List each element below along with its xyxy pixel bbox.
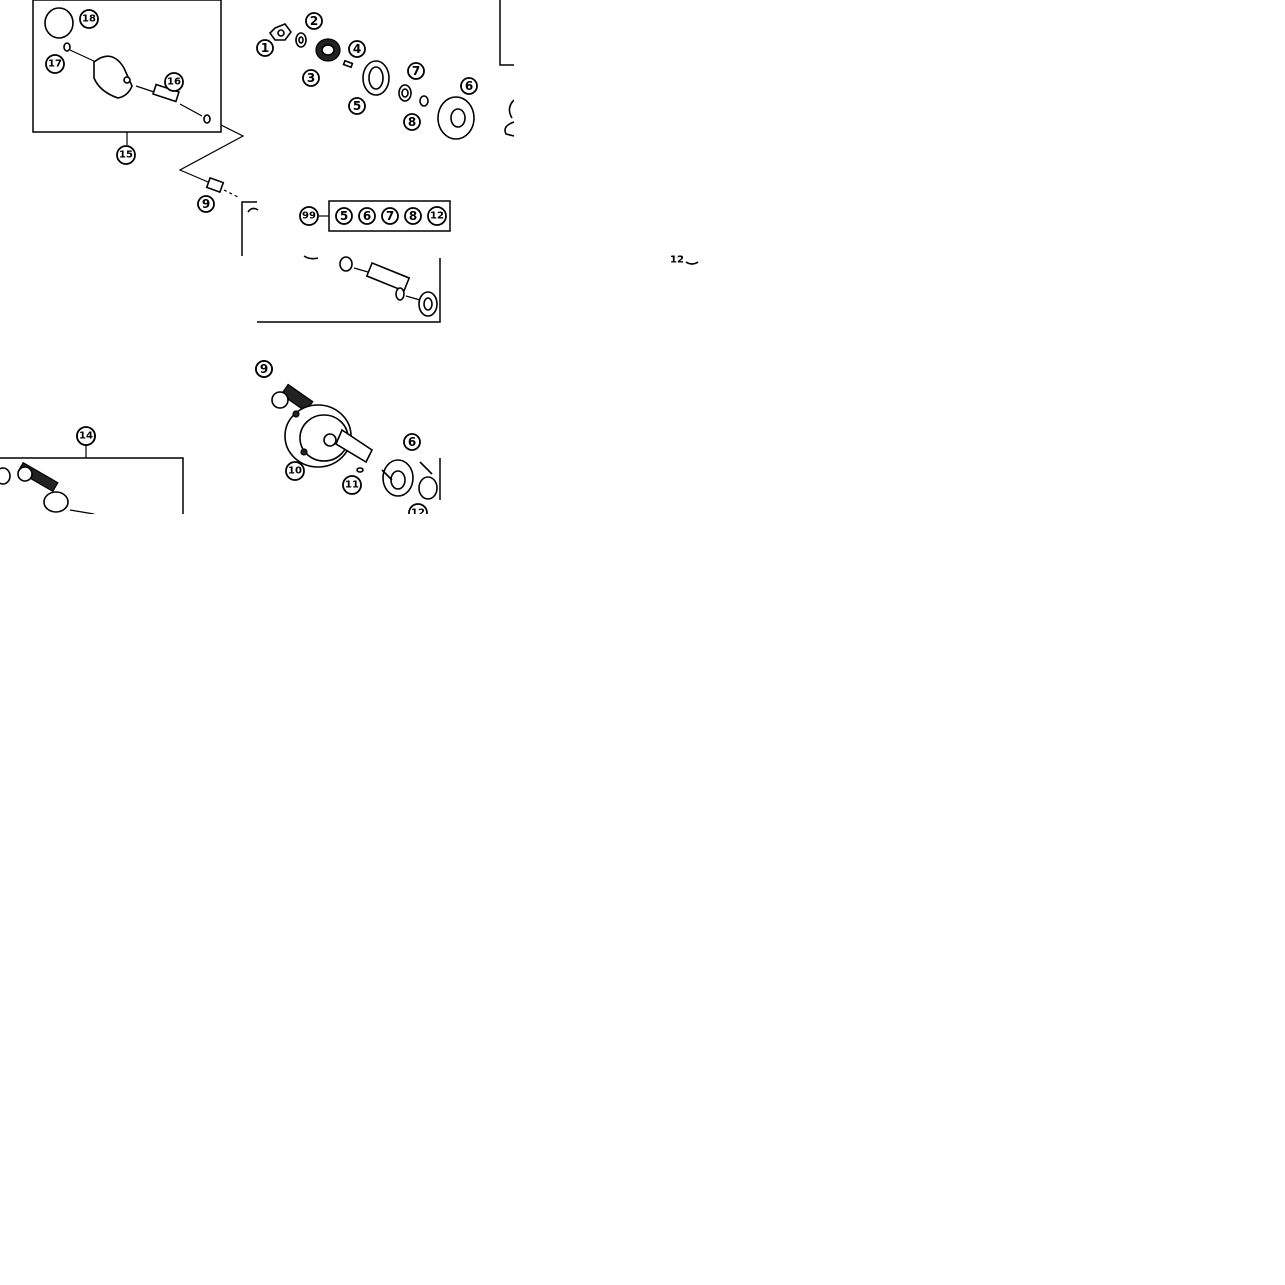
piston-clip-part xyxy=(63,42,71,52)
svg-text:1: 1 xyxy=(261,41,269,55)
callout-11: 11 xyxy=(342,475,362,495)
callout-18: 18 xyxy=(79,9,99,29)
callout-6: 6 xyxy=(460,77,478,95)
callout-2: 2 xyxy=(305,12,323,30)
crank-shaft-part xyxy=(334,428,374,464)
svg-text:5: 5 xyxy=(340,209,348,223)
svg-text:12: 12 xyxy=(670,255,684,266)
svg-text:4: 4 xyxy=(353,42,361,56)
svg-text:12: 12 xyxy=(411,508,425,519)
svg-text:17: 17 xyxy=(48,59,62,70)
callout-10: 10 xyxy=(285,461,305,481)
callout-5: 5 xyxy=(348,97,366,115)
piston-ring-part xyxy=(44,7,74,39)
callout-6-lower: 6 xyxy=(403,433,421,451)
piston-part xyxy=(93,55,133,99)
callout-12-stray-restore: 12 xyxy=(670,255,699,266)
svg-text:99: 99 xyxy=(302,211,316,222)
svg-text:10: 10 xyxy=(288,466,302,477)
svg-text:18: 18 xyxy=(82,14,96,25)
crankshaft-assembly xyxy=(271,383,441,500)
svg-text:6: 6 xyxy=(363,209,371,223)
key-part xyxy=(342,59,354,69)
kit-callouts: 99 5 6 7 8 12 xyxy=(299,206,447,226)
svg-text:3: 3 xyxy=(307,71,315,85)
conrod-kit-group xyxy=(0,445,184,515)
svg-text:5: 5 xyxy=(353,99,361,113)
piston-kit-group xyxy=(32,0,222,145)
svg-text:8: 8 xyxy=(408,115,416,129)
kit-box-group xyxy=(318,200,451,232)
lower-seal-part xyxy=(418,476,438,500)
svg-text:2: 2 xyxy=(310,14,318,28)
crankshaft-detail-frame xyxy=(241,201,441,323)
svg-text:8: 8 xyxy=(409,209,417,223)
svg-text:11: 11 xyxy=(345,480,359,491)
svg-text:6: 6 xyxy=(465,79,473,93)
callout-1: 1 xyxy=(256,39,274,57)
svg-text:9: 9 xyxy=(202,197,210,211)
svg-text:9: 9 xyxy=(260,362,268,376)
callout-9: 9 xyxy=(197,195,215,213)
svg-text:15: 15 xyxy=(119,150,133,161)
callout-17: 17 xyxy=(45,54,65,74)
svg-text:7: 7 xyxy=(386,209,394,223)
callout-3: 3 xyxy=(302,69,320,87)
callout-7: 7 xyxy=(407,62,425,80)
svg-text:12: 12 xyxy=(430,211,444,222)
leader-15-9 xyxy=(178,124,245,183)
callout-15: 15 xyxy=(116,145,136,165)
callout-8: 8 xyxy=(403,113,421,131)
crank-end-parts xyxy=(268,0,515,140)
svg-text:6: 6 xyxy=(408,435,416,449)
callout-4: 4 xyxy=(348,40,366,58)
callout-14-restore: 14 xyxy=(76,426,96,446)
svg-text:16: 16 xyxy=(167,77,181,88)
svg-text:7: 7 xyxy=(412,64,420,78)
crankpin-part xyxy=(365,261,411,293)
callout-16: 16 xyxy=(164,72,184,92)
clip-8-part xyxy=(419,95,429,107)
svg-text:14: 14 xyxy=(79,431,93,442)
needle-bearing-9-part xyxy=(205,176,225,194)
callout-9-lower-restore: 9 xyxy=(255,360,273,378)
